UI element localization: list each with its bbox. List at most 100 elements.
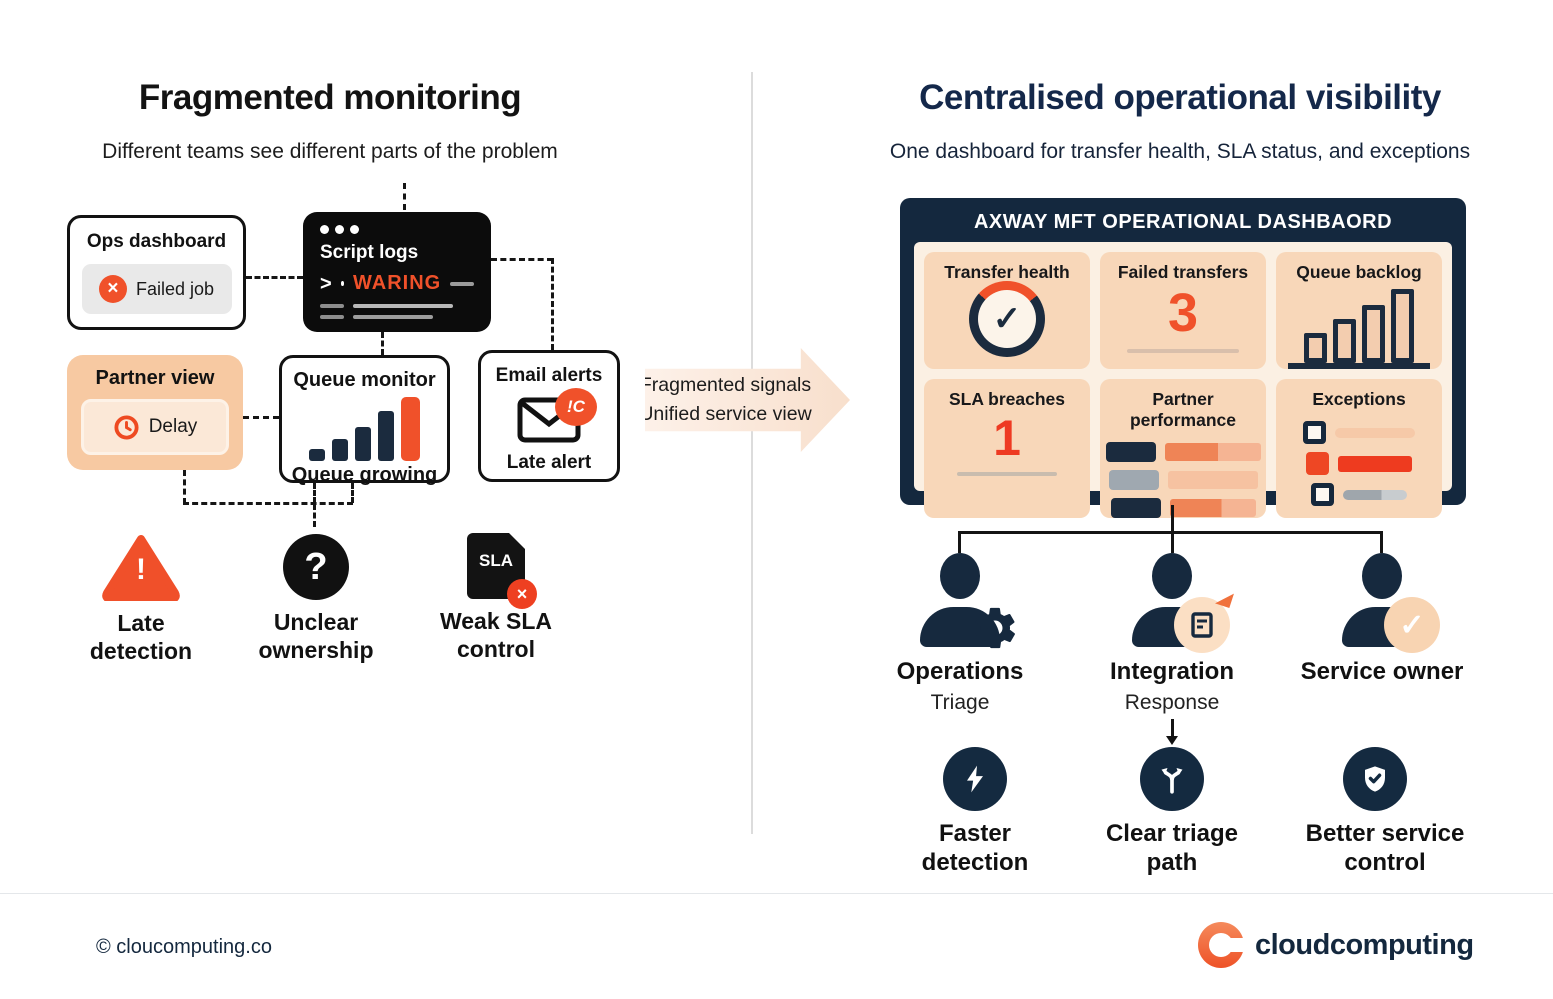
failed-job-pill: × Failed job: [81, 264, 232, 314]
dashed-connector: [403, 183, 406, 210]
script-logs-title: Script logs: [320, 242, 419, 263]
benefit-label: Faster detection: [921, 820, 1029, 877]
dashboard-header: AXWAY MFT OPERATIONAL DASHBAORD: [973, 211, 1393, 233]
partner-bars-icon: [1100, 442, 1266, 518]
clock-icon: [114, 414, 139, 440]
underline: [1126, 348, 1240, 353]
health-check-icon: ✓: [969, 281, 1045, 357]
partner-view-title: Partner view: [95, 367, 215, 389]
question-icon: ?: [283, 534, 349, 600]
role-operations: Operations Triage: [865, 553, 1055, 715]
role-sub: Response: [1124, 691, 1220, 714]
dashed-connector: [313, 483, 316, 503]
queue-growing-label: Queue growing: [291, 464, 438, 486]
role-service-owner: ✓ Service owner: [1287, 553, 1477, 691]
ops-dashboard-card: Ops dashboard × Failed job: [67, 215, 246, 330]
x-badge-icon: ×: [507, 579, 537, 609]
ops-dashboard-title: Ops dashboard: [86, 231, 227, 252]
queue-monitor-title: Queue monitor: [293, 369, 436, 391]
issue-unclear-ownership: ? Unclear ownership: [250, 534, 382, 664]
issue-label: Late detection: [89, 610, 193, 664]
issue-late-detection: ! Late detection: [75, 533, 207, 665]
tile-partner-performance: Partner performance: [1100, 379, 1266, 518]
tree-connector: [958, 531, 1382, 534]
orange-pointer-icon: [1215, 589, 1234, 608]
sla-doc-text: SLA: [479, 551, 513, 570]
tile-label: Queue backlog: [1296, 262, 1422, 282]
brand-name: cloudcomputing: [1255, 928, 1474, 961]
failed-transfers-value: 3: [1167, 283, 1199, 343]
issue-label: Weak SLA control: [439, 608, 553, 662]
queue-bars-icon: [282, 397, 447, 461]
flow-arrowhead-icon: [1166, 736, 1178, 745]
transition-arrow: Fragmented signals Unified service view: [645, 348, 850, 452]
benefit-faster-detection: Faster detection: [875, 747, 1075, 878]
log-line: [353, 304, 453, 308]
person-icon: [1120, 553, 1234, 653]
warning-text: WARING: [352, 272, 442, 294]
warning-triangle-icon: [102, 535, 180, 603]
brand-lockup: cloudcomputing: [1198, 922, 1474, 968]
tree-connector: [1171, 505, 1174, 533]
tool-badge-icon: [1174, 589, 1234, 653]
tile-label: Transfer health: [944, 262, 1070, 282]
issue-weak-sla: SLA × Weak SLA control: [430, 533, 562, 663]
dashboard-panel: Transfer health ✓ Failed transfers 3 Que…: [914, 242, 1452, 518]
dashed-connector: [183, 502, 353, 505]
log-line: [320, 315, 344, 319]
dashed-connector: [491, 258, 553, 261]
transition-line1: Fragmented signals: [639, 373, 812, 396]
dashed-connector: [351, 483, 354, 503]
branch-icon: [1140, 747, 1204, 811]
right-subtitle: One dashboard for transfer health, SLA s…: [889, 140, 1471, 163]
terminal-prompt-icon: >: [320, 272, 332, 295]
exclamation-glyph: !: [136, 553, 146, 586]
benefit-service-control: Better service control: [1275, 747, 1475, 878]
folded-corner: [509, 533, 525, 549]
role-sub: Triage: [930, 691, 990, 714]
tile-label: Failed transfers: [1117, 262, 1249, 282]
left-subtitle: Different teams see different parts of t…: [102, 140, 558, 163]
footer-divider: [0, 893, 1553, 894]
exception-list-icon: [1276, 421, 1442, 506]
role-name: Service owner: [1300, 658, 1464, 685]
benefit-label: Better service control: [1305, 820, 1465, 877]
role-integration: Integration Response: [1077, 553, 1267, 715]
role-name: Operations: [896, 658, 1024, 685]
tile-queue-backlog: Queue backlog: [1276, 252, 1442, 369]
log-line: [353, 315, 433, 319]
tile-label: Partner performance: [1129, 389, 1236, 430]
alert-badge-icon: !C: [555, 388, 597, 426]
tile-label: SLA breaches: [948, 389, 1066, 409]
dashed-connector: [381, 332, 384, 355]
left-title: Fragmented monitoring: [138, 78, 522, 117]
dashed-connector: [551, 258, 554, 350]
partner-view-card: Partner view Delay: [67, 355, 243, 470]
tree-connector: [1171, 531, 1174, 553]
dashed-connector: [246, 276, 303, 279]
log-line: [320, 304, 344, 308]
benefit-clear-triage: Clear triage path: [1072, 747, 1272, 878]
dashed-connector: [243, 416, 279, 419]
bar-chart-icon: [1288, 289, 1430, 369]
delay-label: Delay: [148, 416, 198, 437]
email-alerts-title: Email alerts: [495, 365, 603, 386]
failed-job-label: Failed job: [135, 278, 215, 299]
sla-document-icon: SLA ×: [467, 533, 537, 609]
prompt-dot-icon: [340, 281, 344, 286]
person-icon: [908, 553, 1015, 649]
tile-failed-transfers: Failed transfers 3: [1100, 252, 1266, 369]
sla-breaches-value: 1: [993, 410, 1021, 466]
brand-logo-icon: [1198, 922, 1247, 968]
center-divider: [751, 72, 753, 834]
log-line: [450, 281, 474, 286]
transition-line2: Unified service view: [639, 403, 812, 425]
tile-exceptions: Exceptions: [1276, 379, 1442, 518]
tree-connector: [1380, 531, 1383, 553]
check-badge-icon: ✓: [1384, 597, 1440, 653]
dashed-connector: [183, 470, 186, 504]
person-icon: ✓: [1330, 553, 1440, 653]
queue-monitor-card: Queue monitor Queue growing: [279, 355, 450, 486]
issue-label: Unclear ownership: [258, 609, 374, 663]
